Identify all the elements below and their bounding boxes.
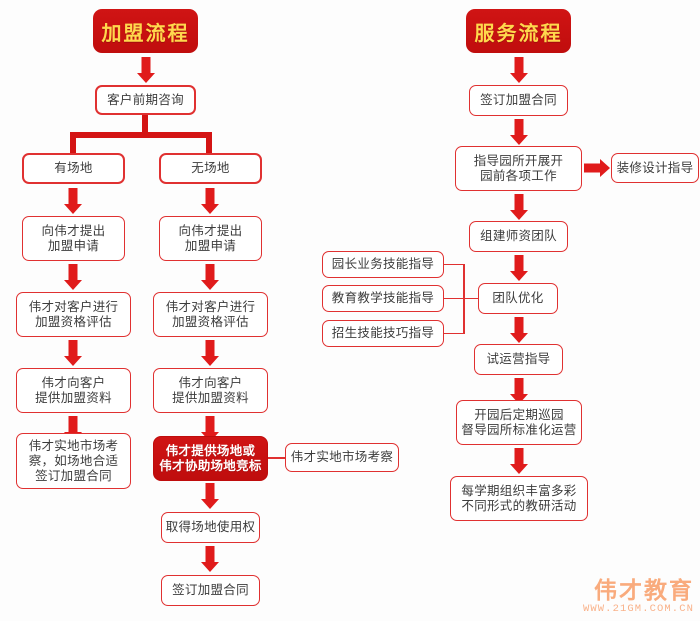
node-service-semester-activities: 每学期组织丰富多彩 不同形式的教研活动 (450, 476, 588, 521)
node-left-apply: 向伟才提出 加盟申请 (22, 216, 125, 261)
arrow-s5 (509, 378, 529, 404)
watermark-url: WWW.21GM.COM.CN (582, 603, 694, 615)
node-left-site-visit-contract: 伟才实地市场考 察，如场地合适 签订加盟合同 (16, 433, 131, 489)
node-decoration-design-guidance: 装修设计指导 (611, 153, 699, 183)
arrow-s1 (509, 119, 529, 145)
service-flow-banner: 服务流程 (466, 9, 571, 53)
node-training-principal-skills: 园长业务技能指导 (322, 251, 444, 278)
node-training-enrollment-skills: 招生技能技巧指导 (322, 320, 444, 347)
arrow-l3 (63, 340, 83, 366)
node-side-site-visit: 伟才实地市场考察 (285, 443, 399, 472)
join-flow-banner: 加盟流程 (93, 9, 198, 53)
node-service-regular-inspection: 开园后定期巡园 督导园所标准化运营 (456, 400, 582, 445)
watermark-brand: 伟才教育 (594, 577, 694, 603)
arrow-s4 (509, 317, 529, 343)
connector-to-site-visit-note (268, 457, 285, 459)
node-training-teaching-skills: 教育教学技能指导 (322, 285, 444, 312)
training-lead-3 (444, 332, 464, 335)
node-initial-consultation: 客户前期咨询 (95, 85, 196, 115)
node-has-site: 有场地 (22, 153, 125, 184)
node-service-sign-contract: 签订加盟合同 (469, 85, 568, 116)
arrow-s6 (509, 448, 529, 474)
branch-bar (70, 132, 212, 138)
node-left-assessment: 伟才对客户进行 加盟资格评估 (16, 292, 131, 337)
node-service-pre-opening-guidance: 指导园所开展开 园前各项工作 (455, 146, 582, 191)
node-left-materials: 伟才向客户 提供加盟资料 (16, 368, 131, 413)
training-lead-2 (444, 297, 478, 300)
arrow-m3 (200, 340, 220, 366)
node-no-site: 无场地 (159, 153, 262, 184)
arrow-m5 (200, 483, 220, 509)
arrow-banner-to-start (136, 57, 156, 83)
node-mid-assessment: 伟才对客户进行 加盟资格评估 (153, 292, 268, 337)
node-mid-apply: 向伟才提出 加盟申请 (159, 216, 262, 261)
arrow-s3 (509, 255, 529, 281)
training-lead-1 (444, 263, 464, 266)
arrow-l2 (63, 264, 83, 290)
arrow-s0 (509, 57, 529, 83)
node-service-build-teacher-team: 组建师资团队 (469, 221, 568, 252)
node-mid-provide-site: 伟才提供场地或 伟才协助场地竞标 (153, 436, 268, 481)
branch-drop-left (70, 132, 76, 154)
arrow-s2 (509, 194, 529, 220)
node-service-trial-operation: 试运营指导 (474, 344, 563, 375)
branch-drop-right (206, 132, 212, 154)
arrow-m6 (200, 546, 220, 572)
arrow-m1 (200, 188, 220, 214)
arrow-m2 (200, 264, 220, 290)
arrow-l1 (63, 188, 83, 214)
node-mid-sign-contract: 签订加盟合同 (161, 575, 260, 606)
watermark: 伟才教育 WWW.21GM.COM.CN (583, 577, 694, 615)
training-bus-line (463, 263, 465, 334)
node-mid-materials: 伟才向客户 提供加盟资料 (153, 368, 268, 413)
node-service-team-optimization: 团队优化 (478, 283, 558, 314)
branch-stem (142, 115, 148, 135)
node-mid-obtain-site-rights: 取得场地使用权 (161, 512, 260, 543)
arrow-to-decoration-design (584, 158, 610, 178)
